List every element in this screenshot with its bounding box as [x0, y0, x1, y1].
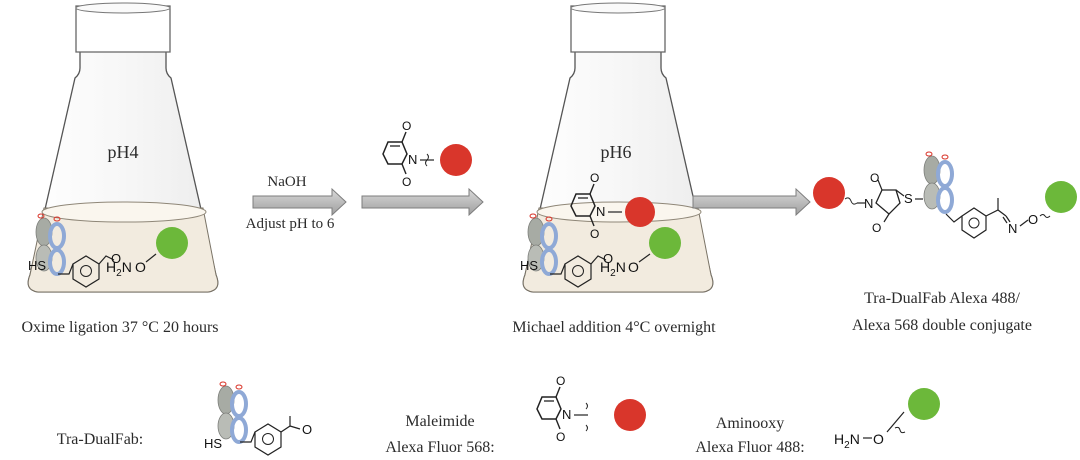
- legend-tradualfab-structure: HS O: [204, 380, 312, 457]
- o-label-flask-b: O: [590, 227, 599, 241]
- alexa488-dot-legend: [908, 388, 940, 420]
- alexa568-dot-legend: [614, 399, 646, 431]
- n-label-top: N: [408, 152, 417, 167]
- h2n-label-legend: H2N: [834, 431, 860, 451]
- alexa488-dot-2: [649, 227, 681, 259]
- flask-1: pH4 HS O H2N O: [27, 2, 219, 293]
- hs-label-legend: HS: [204, 436, 222, 451]
- flask-2-caption: Michael addition 4°C overnight: [512, 319, 716, 336]
- arrow-1-label-top: NaOH: [267, 174, 306, 190]
- arrow-1-label-bottom: Adjust pH to 6: [246, 216, 335, 232]
- o-label-legend-b: O: [556, 430, 565, 444]
- legend-tradualfab-label: Tra-DualFab:: [57, 431, 144, 448]
- legend-aminooxy-line2: Alexa Fluor 488:: [695, 439, 804, 456]
- arrow-3: [692, 187, 811, 217]
- alexa568-dot-product: [813, 177, 845, 209]
- legend-aminooxy-line1: Aminooxy: [716, 415, 784, 432]
- legend-aminooxy-structure: H2N O: [834, 388, 940, 451]
- legend-maleimide-structure: N O O: [536, 374, 646, 444]
- tradualfab-molecule-1: HS O: [28, 212, 121, 289]
- alexa488-dot-1: [156, 227, 188, 259]
- n-label-oxime: N: [1008, 221, 1017, 236]
- aminooxy-reagent-1: H2N O: [106, 227, 188, 279]
- o-label-top-a: O: [402, 119, 411, 133]
- o-label-2: O: [603, 251, 613, 266]
- flask-2-ph-label: pH6: [601, 142, 632, 162]
- arrow-2: [361, 187, 484, 217]
- product-caption-line1: Tra-DualFab Alexa 488/: [864, 290, 1020, 307]
- flask-2-rim-top: [570, 2, 666, 14]
- o-label-2b: O: [628, 259, 639, 275]
- o-label-product-b: O: [872, 221, 881, 235]
- legend-maleimide-line1: Maleimide: [405, 413, 474, 430]
- tradualfab-product: N O: [923, 151, 1051, 239]
- n-label-legend: N: [562, 407, 571, 422]
- tradualfab-molecule-2: HS O: [520, 212, 613, 289]
- o-label-flask-a: O: [590, 171, 599, 185]
- o-label-top-b: O: [402, 175, 411, 189]
- hs-label-2: HS: [520, 258, 538, 273]
- flask-1-liquid-surface: [41, 201, 207, 223]
- double-conjugate-product: N O O S N O: [813, 151, 1077, 239]
- maleimide-reagent-top: N O O: [382, 119, 472, 189]
- alexa488-dot-product: [1045, 181, 1077, 213]
- aminooxy-reagent-2: H2N O: [600, 227, 681, 279]
- alexa568-dot-flask: [625, 197, 655, 227]
- o-label-oxime: O: [1028, 212, 1038, 227]
- alexa568-dot-top: [440, 144, 472, 176]
- legend: Tra-DualFab: HS O Maleimide Alexa Fluor …: [57, 374, 940, 457]
- n-label-product: N: [864, 196, 873, 211]
- flask-1-rim-top: [75, 2, 171, 14]
- o-label-legend-c: O: [873, 431, 884, 447]
- arrow-1: [252, 187, 347, 217]
- flask-1-caption: Oxime ligation 37 °C 20 hours: [21, 319, 218, 336]
- o-label-product-a: O: [870, 171, 879, 185]
- product-caption-line2: Alexa 568 double conjugate: [852, 317, 1032, 334]
- flask-2: pH6 N O O HS O H2N O: [520, 2, 714, 293]
- o-label-1b: O: [135, 259, 146, 275]
- h2n-label-2: H2N: [600, 259, 626, 279]
- flask-1-ph-label: pH4: [108, 142, 139, 162]
- hs-label-1: HS: [28, 258, 46, 273]
- legend-maleimide-line2: Alexa Fluor 568:: [385, 439, 494, 456]
- maleimide-reagent-flask: N O O: [570, 171, 655, 241]
- s-label-product: S: [904, 191, 913, 206]
- o-label-legend-a: O: [556, 374, 565, 388]
- h2n-label-1: H2N: [106, 259, 132, 279]
- n-label-flask: N: [596, 204, 605, 219]
- o-label-legend: O: [302, 422, 312, 437]
- o-label-1: O: [111, 251, 121, 266]
